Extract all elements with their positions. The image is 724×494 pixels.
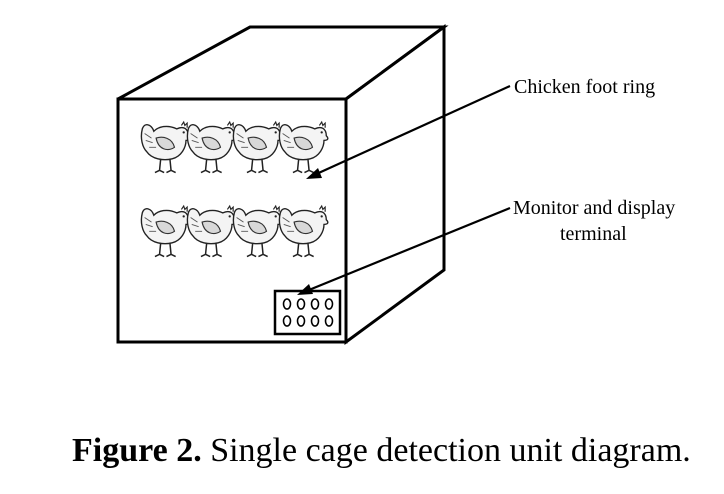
figure-caption: Figure 2. Single cage detection unit dia… (72, 432, 722, 470)
foot-ring-label: Chicken foot ring (514, 76, 655, 98)
monitor-label-line2: terminal (560, 223, 627, 245)
monitor-label-line1: Monitor and display (513, 197, 675, 219)
figure-caption-text: Single cage detection unit diagram. (201, 432, 691, 469)
foot-ring-arrow (306, 84, 511, 179)
figure-label: Figure 2. (72, 432, 202, 469)
monitor-arrow (297, 206, 511, 295)
display-terminal-icon (273, 289, 342, 336)
